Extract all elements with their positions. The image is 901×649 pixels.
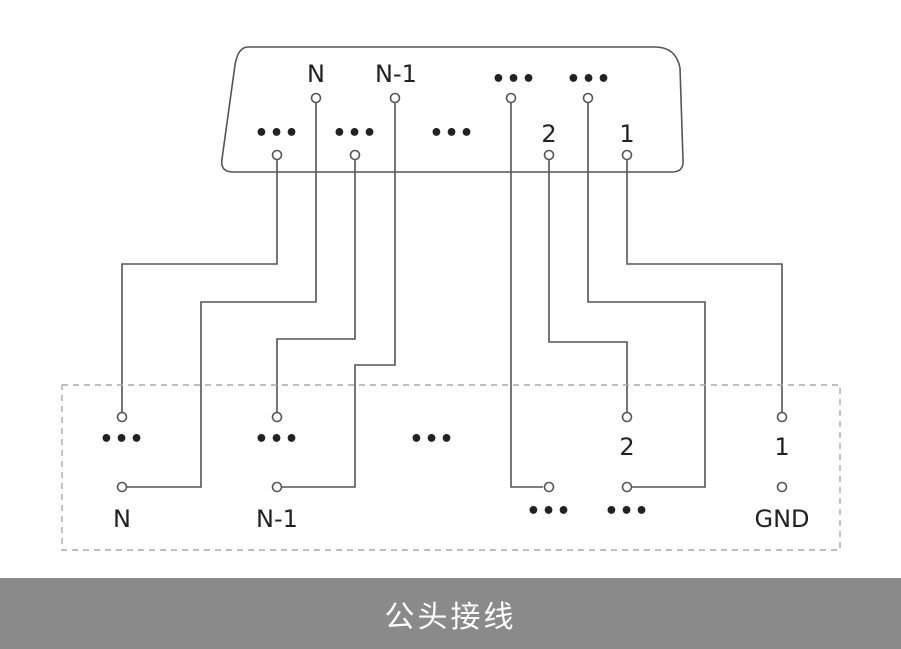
connector-label-n-1: N-1	[375, 60, 417, 88]
wires	[121, 103, 783, 488]
wire	[127, 103, 317, 488]
terminal	[116, 411, 128, 423]
pin-2	[543, 149, 555, 161]
terminal	[621, 481, 633, 493]
terminal-label-2: 2	[619, 433, 634, 461]
connector-label-2: 2	[541, 120, 556, 148]
terminal	[543, 481, 555, 493]
terminal-label-gnd: GND	[754, 505, 809, 533]
terminal-label-n-1: N-1	[256, 505, 298, 533]
terminal-pins	[116, 411, 788, 493]
connector-pins	[271, 92, 633, 161]
terminal-label-n: N	[113, 505, 131, 533]
pin	[271, 149, 283, 161]
connector-label-1: 1	[619, 120, 634, 148]
terminal-box	[61, 384, 841, 551]
wire	[510, 103, 543, 488]
wire	[282, 103, 396, 488]
diagram-canvas: N N-1 ••• ••• ••• ••• ••• 2 1	[61, 46, 841, 551]
terminal-n-1	[271, 481, 283, 493]
terminal-n	[116, 481, 128, 493]
pin-n-1	[389, 92, 401, 104]
terminal	[271, 411, 283, 423]
connector-label-ellipsis: •••	[491, 67, 536, 92]
terminal-1	[776, 411, 788, 423]
connector-label-ellipsis: •••	[429, 121, 474, 146]
caption-bar: 公头接线	[0, 578, 901, 649]
pin-n	[310, 92, 322, 104]
wire	[276, 160, 356, 412]
connector-shell	[220, 46, 684, 173]
terminal-label-1: 1	[774, 433, 789, 461]
terminal-label-ellipsis: •••	[409, 427, 454, 452]
diagram-caption: 公头接线	[384, 599, 517, 635]
terminal-label-ellipsis: •••	[99, 427, 144, 452]
connector-label-ellipsis: •••	[332, 121, 377, 146]
pin	[582, 92, 594, 104]
pin	[349, 149, 361, 161]
connector-label-n: N	[307, 60, 325, 88]
terminal-label-ellipsis: •••	[604, 499, 649, 524]
connector-label-ellipsis: •••	[254, 121, 299, 146]
terminal-gnd	[776, 481, 788, 493]
connector-label-ellipsis: •••	[566, 67, 611, 92]
wire	[626, 160, 783, 412]
terminal-label-ellipsis: •••	[254, 427, 299, 452]
terminal-label-ellipsis: •••	[526, 499, 571, 524]
terminal-2	[621, 411, 633, 423]
wire	[121, 160, 278, 412]
pin	[505, 92, 517, 104]
wire	[587, 103, 706, 488]
wire	[548, 160, 628, 412]
pin-1	[621, 149, 633, 161]
